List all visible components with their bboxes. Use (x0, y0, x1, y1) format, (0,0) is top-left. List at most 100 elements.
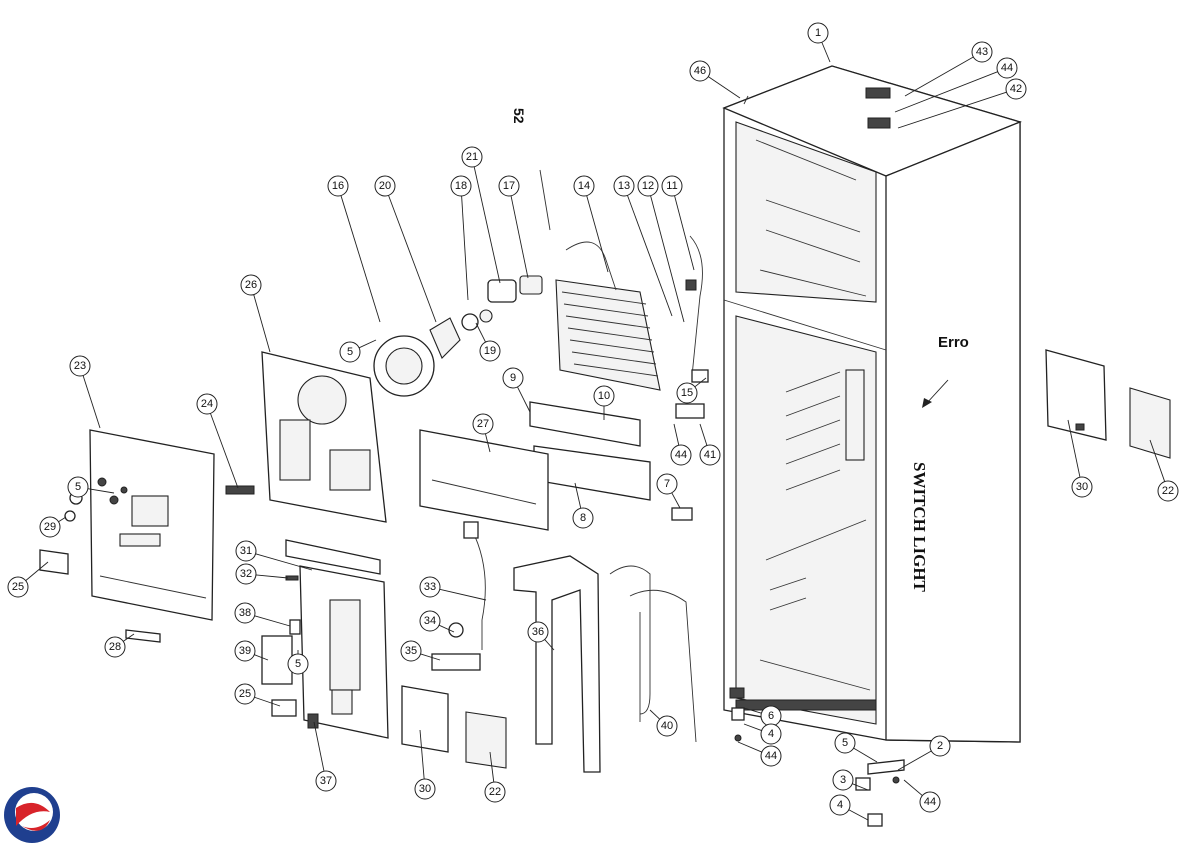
callout-number: 28 (109, 641, 121, 653)
callout-number: 25 (239, 688, 251, 700)
rear-panel (39, 429, 215, 643)
defrost-heater (529, 235, 709, 521)
callout-number: 34 (424, 615, 436, 627)
callout-circle (1005, 78, 1027, 100)
callout-25: 25 (234, 683, 281, 707)
dispenser-housing (261, 539, 389, 739)
callout-number: 8 (580, 512, 586, 524)
callout-36: 36 (527, 621, 555, 651)
callout-circle (1157, 480, 1179, 502)
callout-leader (484, 433, 491, 453)
callout-circle (661, 175, 683, 197)
callout-leader (255, 553, 313, 571)
error-note: Erro (938, 334, 969, 351)
callout-leader (82, 375, 101, 429)
callout-44: 44 (894, 57, 1018, 113)
callout-number: 5 (75, 481, 81, 493)
callout-number: 44 (924, 796, 936, 808)
callout-number: 19 (484, 345, 496, 357)
callout-number: 26 (245, 279, 257, 291)
callout-30: 30 (1067, 419, 1093, 498)
callout-leader (852, 783, 869, 791)
callout-circle (39, 516, 61, 538)
callout-leader (650, 195, 685, 323)
callout-leader (254, 654, 269, 661)
callout-leader (674, 195, 695, 271)
callout-circle (374, 175, 396, 197)
callout-leader (627, 195, 673, 317)
callout-number: 40 (661, 720, 673, 732)
callout-leader (671, 492, 681, 509)
callout-leader (673, 423, 680, 446)
callout-number: 15 (681, 387, 693, 399)
callout-circle (760, 723, 782, 745)
callout-number: 10 (598, 390, 610, 402)
callout-circle (234, 640, 256, 662)
callout-number: 11 (666, 180, 677, 192)
callout-5: 5 (339, 339, 377, 363)
callout-leader (489, 751, 495, 783)
callout-leader (743, 707, 762, 714)
callout-circle (461, 146, 483, 168)
callout-5: 5 (287, 650, 309, 675)
callout-number: 14 (578, 180, 590, 192)
callout-number: 25 (12, 581, 24, 593)
callout-5: 5 (834, 732, 878, 763)
callout-circle (234, 602, 256, 624)
callout-circle (315, 770, 337, 792)
callout-circle (235, 563, 257, 585)
callout-number: 6 (768, 710, 774, 722)
callout-number: 5 (842, 737, 848, 749)
error-arrow (922, 379, 949, 408)
callout-number: 35 (405, 645, 417, 657)
callout-21: 21 (461, 146, 501, 284)
callout-leader (510, 195, 529, 279)
callout-number: 33 (424, 581, 436, 593)
callout-circle (472, 413, 494, 435)
callout-circle (656, 715, 678, 737)
callout-circle (829, 794, 851, 816)
callout-leader (254, 696, 281, 707)
callout-18: 18 (450, 175, 472, 301)
callout-number: 24 (201, 398, 213, 410)
callout-4: 4 (743, 723, 782, 745)
callout-leader (699, 423, 708, 446)
callout-leader (517, 386, 531, 413)
callout-leader (694, 377, 707, 388)
callout-leader (122, 633, 135, 642)
callout-circle (760, 745, 782, 767)
callout-number: 21 (466, 151, 478, 163)
callout-circle (196, 393, 218, 415)
callout-leader (897, 91, 1007, 129)
callout-number: 22 (489, 786, 501, 798)
callout-number: 4 (837, 799, 843, 811)
callout-circle (971, 41, 993, 63)
callout-number: 2 (937, 740, 943, 752)
part-52-label: 52 (511, 108, 527, 124)
callout-43: 43 (904, 41, 993, 97)
hinges-and-feet (729, 687, 905, 827)
callout-leader (574, 482, 582, 509)
callout-leader (586, 195, 609, 273)
callout-number: 37 (320, 775, 332, 787)
callout-circle (419, 610, 441, 632)
callout-circle (67, 476, 89, 498)
callout-circle (929, 735, 951, 757)
callout-leader (358, 339, 377, 349)
callout-circle (699, 444, 721, 466)
callout-leader (439, 588, 487, 601)
callout-number: 18 (455, 180, 467, 192)
callout-leader (904, 56, 974, 97)
callout-circle (527, 621, 549, 643)
callout-circle (613, 175, 635, 197)
callout-circle (1071, 476, 1093, 498)
callout-number: 16 (332, 180, 344, 192)
callout-20: 20 (374, 175, 437, 323)
callout-13: 13 (613, 175, 673, 317)
callout-42: 42 (897, 78, 1027, 129)
callout-circle (919, 791, 941, 813)
callout-number: 9 (510, 372, 516, 384)
callout-16: 16 (327, 175, 381, 323)
callout-number: 20 (379, 180, 391, 192)
